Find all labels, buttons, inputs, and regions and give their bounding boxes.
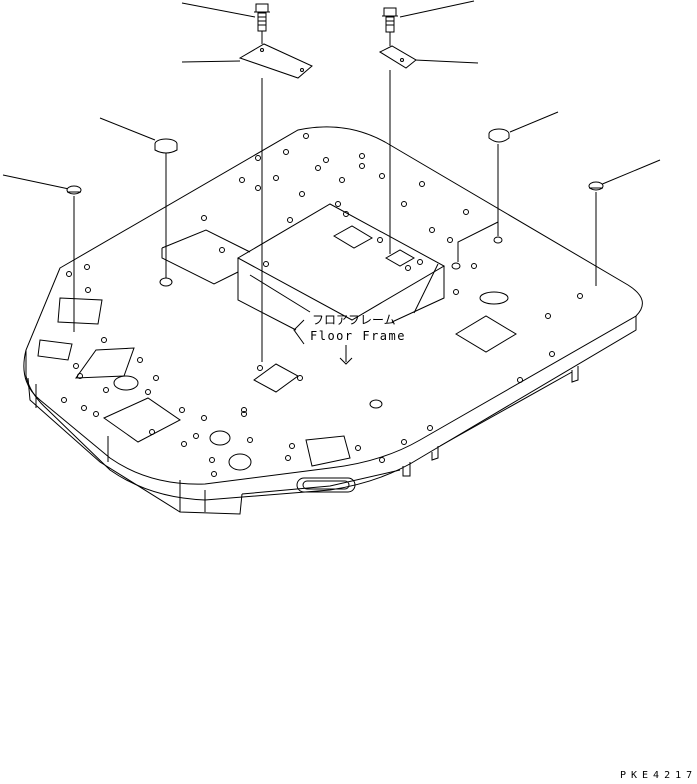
plate-left — [240, 44, 312, 78]
part-name-jp: フロアフレーム — [312, 313, 396, 327]
plate-right — [380, 46, 416, 68]
leader-lines — [3, 1, 660, 189]
assembly-lines — [74, 30, 596, 364]
round-holes — [114, 237, 502, 470]
floor-frame-outline — [24, 127, 643, 514]
plug-left-small — [67, 186, 81, 194]
plug-right-small — [589, 182, 603, 190]
part-name-en: Floor Frame — [310, 329, 406, 343]
bolt-left — [254, 4, 270, 31]
small-holes — [62, 134, 583, 477]
plug-right-large — [489, 129, 509, 142]
plug-left-large — [155, 139, 177, 153]
cutouts — [38, 292, 516, 466]
bolt-right — [382, 8, 398, 32]
drawing-code: PKE4217 — [620, 770, 697, 781]
center-box — [238, 204, 444, 330]
left-recess — [162, 230, 250, 284]
